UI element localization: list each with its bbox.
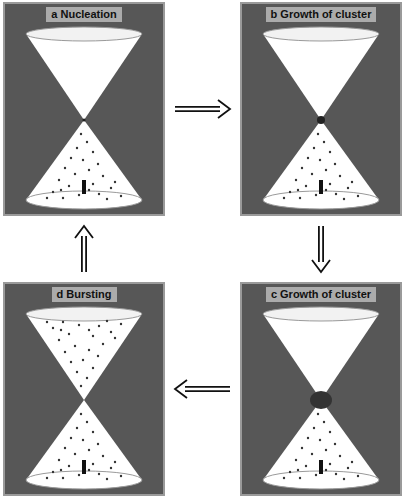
cluster (317, 116, 325, 124)
panel-b-art (240, 2, 402, 216)
panel: a Nucleation (3, 2, 165, 216)
arrow-head (218, 100, 230, 118)
nucleus (82, 118, 85, 121)
panel-d-art (3, 282, 165, 496)
arrow-shaft (318, 226, 324, 262)
hourglass (26, 307, 142, 489)
arrow-head (312, 260, 330, 272)
cycle-arrow (175, 100, 230, 118)
hourglass (263, 307, 379, 489)
particles (46, 320, 122, 387)
panel-title: c Growth of cluster (266, 287, 376, 302)
arrow-shaft-inner (175, 108, 220, 110)
panel-c-art (240, 282, 402, 496)
arrow-shaft-inner (83, 236, 85, 272)
arrow-shaft-inner (320, 226, 322, 262)
arrow-head (75, 226, 93, 238)
arrow-shaft (175, 106, 220, 112)
arrow-head (175, 380, 187, 398)
arrow-shaft (185, 386, 230, 392)
panel: d Bursting (3, 282, 165, 496)
panel: b Growth of cluster (240, 2, 402, 216)
cluster (310, 391, 332, 409)
panel-title: d Bursting (52, 287, 117, 302)
panel-title: b Growth of cluster (266, 7, 377, 22)
cycle-arrow (175, 380, 230, 398)
panel-title: a Nucleation (46, 7, 121, 22)
panel: c Growth of cluster (240, 282, 402, 496)
cycle-arrow (312, 226, 330, 272)
cycle-arrow (75, 226, 93, 272)
panel-a-art (3, 2, 165, 216)
arrow-shaft (81, 236, 87, 272)
hourglass (263, 27, 379, 209)
hourglass (26, 27, 142, 209)
arrow-shaft-inner (185, 388, 230, 390)
